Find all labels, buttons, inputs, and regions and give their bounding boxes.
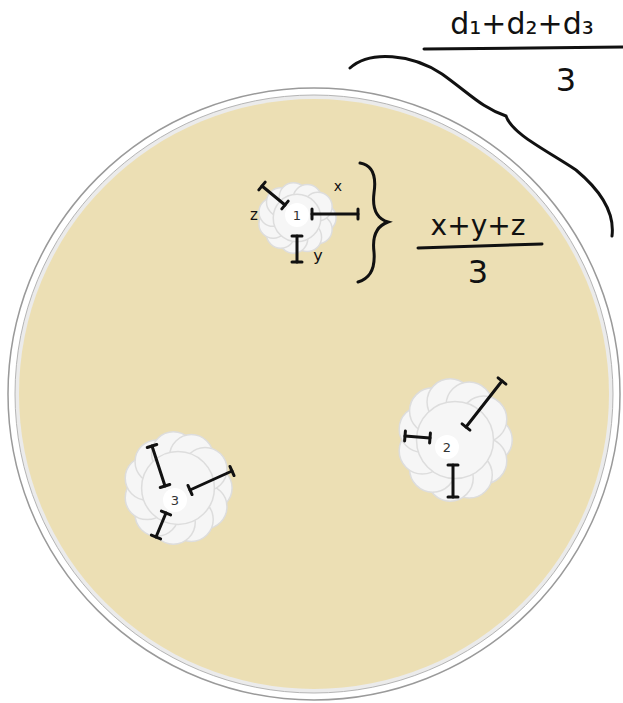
fraction-denominator: 3 xyxy=(468,256,488,288)
measure-tick xyxy=(403,431,407,441)
fraction-numerator: d₁+d₂+d₃ xyxy=(450,9,593,39)
measure-tick xyxy=(259,182,265,190)
colony-label: 1 xyxy=(293,209,301,222)
measure-segment xyxy=(452,465,455,497)
colony-lobe xyxy=(417,402,494,479)
measure-tick xyxy=(462,424,470,430)
measure-tick xyxy=(161,511,170,515)
colony-lobe xyxy=(142,452,215,525)
agar xyxy=(19,99,609,689)
measure-line xyxy=(448,465,458,497)
measure-segment xyxy=(156,513,166,537)
measure-segment xyxy=(312,213,358,216)
colony-number: 3 xyxy=(163,488,187,512)
measure-segment xyxy=(405,436,430,438)
measure-tick xyxy=(160,484,170,487)
dish-rim xyxy=(8,88,620,700)
measure-tick xyxy=(357,209,360,219)
measure-segment xyxy=(152,446,165,486)
fraction-bar xyxy=(424,47,623,49)
colony-number: 2 xyxy=(435,435,459,459)
measure-segment xyxy=(296,236,299,262)
measure-tick xyxy=(448,464,458,467)
measure-line xyxy=(405,431,431,443)
measure-segment xyxy=(466,381,502,427)
measure-segment xyxy=(190,471,232,490)
measure-line xyxy=(188,466,234,494)
dish-wall xyxy=(15,95,613,693)
measure-tick xyxy=(311,209,314,219)
colony-number: 1 xyxy=(285,203,309,227)
measure-tick xyxy=(428,433,432,443)
colony-blob xyxy=(125,432,232,544)
measure-line xyxy=(147,444,170,487)
colony-label: 2 xyxy=(443,441,451,454)
brace xyxy=(358,163,388,282)
measure-line xyxy=(292,236,302,262)
colony-label: 3 xyxy=(171,494,179,507)
fraction-denominator: 3 xyxy=(556,64,576,96)
brace xyxy=(350,57,612,236)
measure-tick xyxy=(498,378,506,384)
measure-tick xyxy=(230,466,234,475)
measure-tick xyxy=(151,535,160,539)
measure-line xyxy=(462,378,506,430)
colony-blob xyxy=(399,379,512,501)
measure-label: y xyxy=(313,248,322,264)
measure-tick xyxy=(448,496,458,499)
measure-line xyxy=(312,209,358,219)
fraction-bar xyxy=(418,244,542,248)
measure-tick xyxy=(147,444,157,447)
fraction-numerator: x+y+z xyxy=(431,212,526,240)
measure-line xyxy=(151,511,170,539)
measure-tick xyxy=(292,235,302,238)
measure-label: x xyxy=(334,179,342,193)
measure-segment xyxy=(262,186,285,205)
measure-tick xyxy=(188,485,192,494)
measure-line xyxy=(259,182,288,209)
measure-label: z xyxy=(250,208,258,223)
measure-tick xyxy=(292,261,302,264)
